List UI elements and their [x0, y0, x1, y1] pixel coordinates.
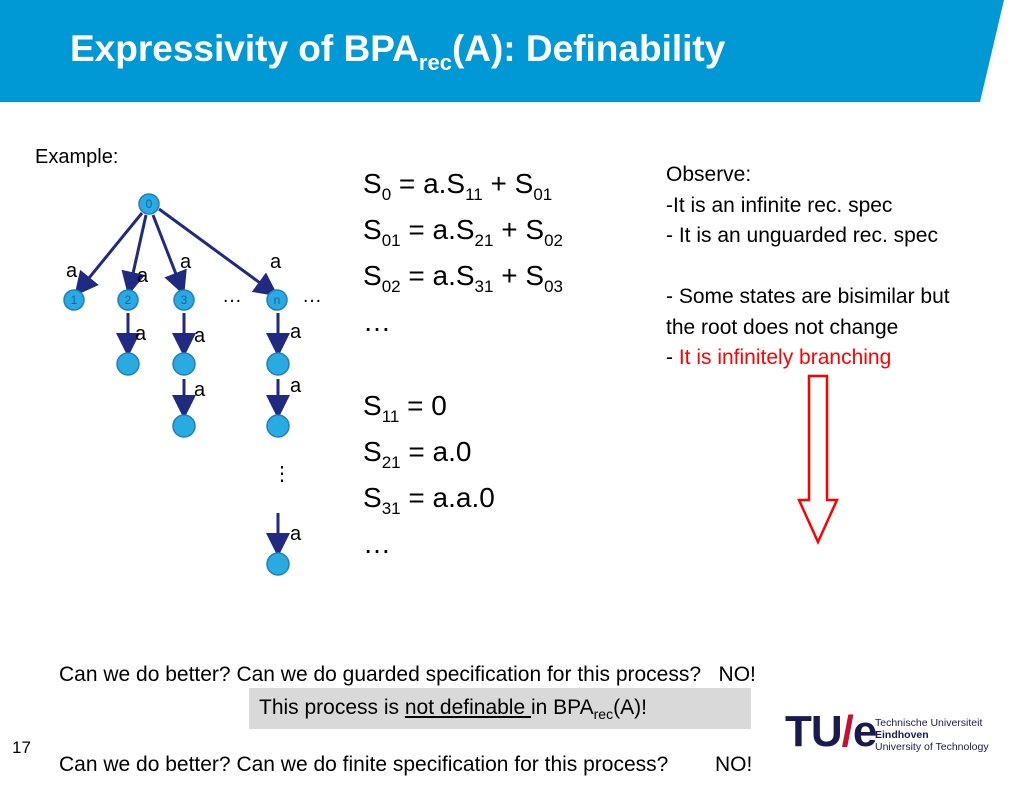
slide-title: Expressivity of BPArec(A): Definability	[70, 28, 726, 75]
equation-line: S21 = a.0	[363, 436, 472, 472]
observe-item: -It is an infinite rec. spec	[666, 193, 893, 217]
node-n-last	[266, 552, 290, 576]
edge-label: a	[290, 321, 302, 343]
vertical-ellipsis: ⋮	[272, 463, 292, 485]
node-n-grandchild	[266, 414, 290, 438]
node-label-n: n	[274, 293, 281, 307]
edge-label: a	[194, 379, 206, 401]
node-label-1: 1	[71, 293, 78, 307]
conclusion-box: This process is not definable in BPArec(…	[249, 688, 751, 729]
observe-heading: Observe:	[666, 163, 752, 186]
equation-line: S11 = 0	[363, 390, 447, 426]
edge-label: a	[135, 323, 147, 345]
node-label-2: 2	[125, 293, 132, 307]
edge-label: a	[66, 260, 78, 282]
equation-line: S01 = a.S21 + S02	[363, 214, 563, 250]
conclusion-text: This process is not definable in BPArec(…	[259, 696, 647, 722]
slide-number: 17	[12, 738, 31, 757]
observe-item: - It is an unguarded rec. spec	[666, 224, 938, 247]
logo-text: Technische Universiteit Eindhoven Univer…	[875, 717, 989, 753]
node-label-3: 3	[181, 293, 188, 307]
node-2-child	[116, 352, 140, 376]
equation-line: S02 = a.S31 + S03	[363, 260, 563, 296]
edge-label: a	[290, 375, 302, 397]
equation-gap	[363, 343, 563, 385]
logo-mark: TU/e	[785, 707, 877, 756]
title-banner: Expressivity of BPArec(A): Definability	[0, 0, 1024, 102]
banner-shape	[0, 0, 1004, 102]
process-tree-diagram: 0 1 2 3 n a a a a a a a a a a … … ⋮	[63, 193, 322, 576]
edge-label: a	[194, 325, 206, 347]
question-finite: Can we do better? Can we do finite speci…	[59, 753, 753, 776]
edge-0-2	[121, 214, 148, 296]
node-3	[173, 289, 195, 311]
down-arrow-icon	[797, 374, 839, 546]
edge-0-3	[151, 214, 187, 296]
equation-line: …	[363, 306, 391, 337]
ellipsis: …	[302, 285, 322, 307]
ellipsis: …	[222, 285, 242, 307]
edge-label: a	[180, 251, 192, 273]
node-root	[138, 193, 160, 215]
node-3-child	[172, 352, 196, 376]
question-guarded: Can we do better? Can we do guarded spec…	[59, 663, 756, 686]
edge-label: a	[137, 265, 149, 287]
node-n-child	[266, 352, 290, 376]
equation-line: …	[363, 528, 391, 559]
tue-logo: TU/e Technische Universiteit Eindhoven U…	[785, 707, 1017, 756]
node-label-root: 0	[146, 197, 153, 211]
equation-line: S0 = a.S11 + S01	[363, 168, 553, 204]
node-n	[266, 289, 288, 311]
observe-item: - Some states are bisimilar but	[666, 285, 950, 308]
observations: Observe: -It is an infinite rec. spec - …	[666, 160, 950, 374]
edge-0-1	[74, 212, 144, 296]
edge-label: a	[270, 251, 282, 273]
edge-label: a	[290, 523, 302, 545]
node-3-grandchild	[172, 414, 196, 438]
node-1	[63, 289, 85, 311]
observe-item: the root does not change	[666, 315, 899, 339]
example-label: Example:	[35, 146, 119, 168]
observe-item: - It is infinitely branching	[666, 346, 892, 369]
equation-line: S31 = a.a.0	[363, 482, 495, 518]
node-2	[117, 289, 139, 311]
edge-0-n	[158, 207, 279, 297]
highlight-text: It is infinitely branching	[678, 346, 892, 369]
